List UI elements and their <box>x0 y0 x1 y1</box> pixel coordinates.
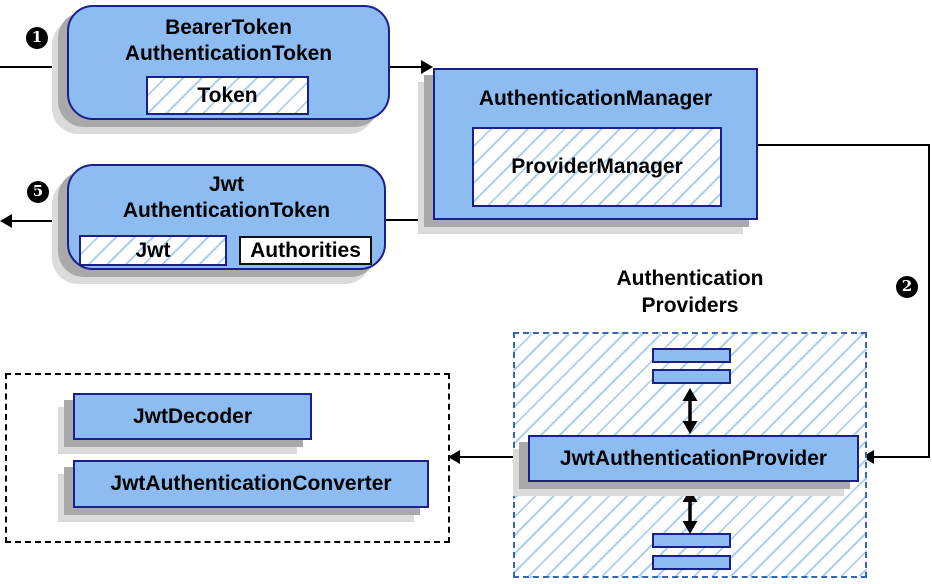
flow-line-into-provider <box>874 456 930 458</box>
node-title: AuthenticationToken <box>122 199 331 222</box>
provider-slot-bar <box>652 533 731 548</box>
providers-group-label-line1: Authentication <box>616 267 764 290</box>
step-badge-2: 2 <box>896 276 918 298</box>
jwt-decoder-node: JwtDecoder <box>73 393 312 440</box>
provider-slot-bar <box>652 348 731 363</box>
provider-manager-field: ProviderManager <box>472 127 722 207</box>
node-title: AuthenticationToken <box>124 42 333 65</box>
flow-line-manager-right <box>758 144 930 146</box>
flow-line-provider-to-decoder <box>460 456 528 458</box>
arrowhead-into-manager-icon <box>421 60 433 74</box>
jwt-field: Jwt <box>79 235 227 266</box>
bearer-token-authentication-token-node: BearerToken AuthenticationToken Token <box>67 5 390 120</box>
step-badge-5: 5 <box>27 181 49 203</box>
provider-slot-bar <box>652 369 731 384</box>
flow-line-bearer-to-manager <box>388 66 421 68</box>
jwt-authentication-token-node: Jwt AuthenticationToken Jwt Authorities <box>67 164 386 270</box>
flow-line-outgoing <box>10 220 67 222</box>
providers-group-label: Authentication Providers <box>590 265 790 319</box>
double-arrow-icon <box>682 489 698 534</box>
provider-slot-bar <box>652 555 731 570</box>
providers-group-label-line2: Providers <box>641 294 739 317</box>
node-title: AuthenticationManager <box>478 87 713 110</box>
step-badge-1: 1 <box>26 27 48 49</box>
arrowhead-into-decoder-group-icon <box>448 450 460 464</box>
arrowhead-outgoing-icon <box>0 214 12 228</box>
authentication-manager-node: AuthenticationManager ProviderManager <box>433 68 758 220</box>
jwt-authentication-provider-node: JwtAuthenticationProvider <box>528 435 859 482</box>
authorities-field: Authorities <box>239 236 372 265</box>
token-field: Token <box>146 76 309 115</box>
flow-line-right-vertical <box>928 144 930 458</box>
double-arrow-icon <box>682 388 698 434</box>
jwt-authentication-converter-node: JwtAuthenticationConverter <box>73 460 429 508</box>
flow-line-manager-to-jwt-token <box>386 219 433 221</box>
node-title: BearerToken <box>165 16 292 39</box>
node-title: Jwt <box>208 173 244 196</box>
flow-line-incoming <box>0 66 67 68</box>
